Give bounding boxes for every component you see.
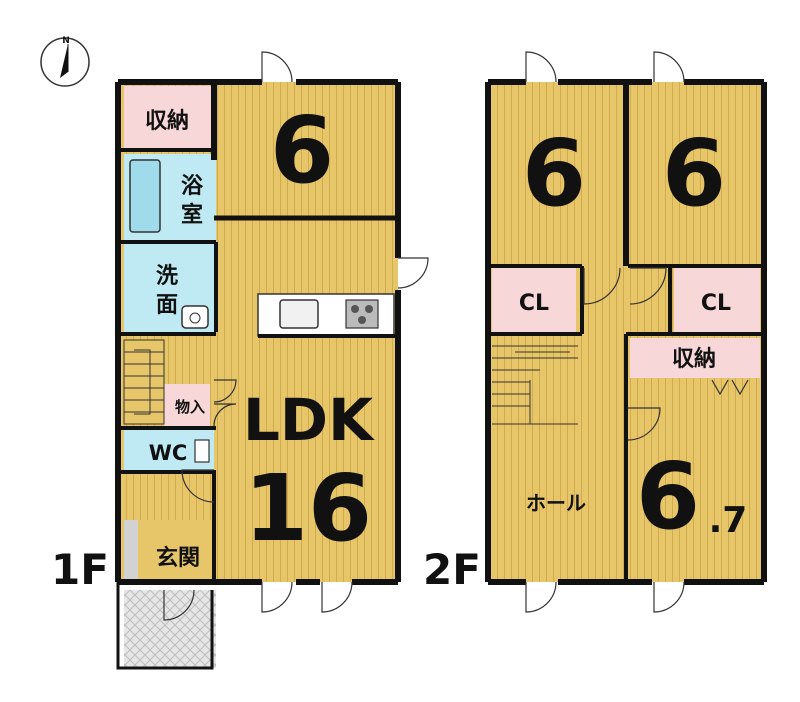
label-storage-2f: 収納 [672,346,716,372]
shoe-cabinet [124,520,138,582]
toilet-icon [194,439,210,463]
porch-tile [124,590,216,668]
basin-icon [181,305,209,329]
label-room-b-size: 6 [662,120,726,227]
floor-2f: 6 6 CL CL 収納 ホール 6 .7 2F [423,51,767,613]
label-room-1f-size: 6 [270,97,334,204]
label-bath-1: 浴 [181,174,204,199]
floor-label-1f: 1F [51,545,109,594]
label-cl-left: CL [519,291,549,316]
floor-1f: 収納 浴 室 洗 面 物入 WC 玄関 LDK 16 6 1F [51,51,429,670]
doors-1f [163,51,429,621]
label-room-a-size: 6 [522,120,586,227]
closet-left [492,268,576,332]
label-room-c-size: 6 [636,443,700,550]
label-ldk: LDK [243,386,375,454]
doors-2f [525,51,749,613]
label-hall: ホール [526,491,586,515]
label-wash-2: 面 [156,293,178,318]
label-cl-right: CL [701,291,731,316]
label-entrance: 玄関 [156,545,200,571]
closet [164,384,210,428]
bathtub-icon [129,159,161,233]
storage-2f [630,338,760,378]
north-arrow-icon [60,44,68,78]
compass: N [40,36,90,87]
walls-2f [485,79,767,585]
stairs-1f [123,339,165,425]
floor-label-2f: 2F [423,545,481,594]
walls-1f [115,79,401,670]
label-wash-1: 洗 [156,264,178,289]
entrance-floor [124,520,214,582]
stairs-2f [492,345,578,425]
sink-icon [279,299,319,329]
label-bath-2: 室 [181,202,203,228]
label-storage-1f: 収納 [145,108,189,134]
label-room-c-decimal: .7 [709,500,748,541]
label-closet: 物入 [175,398,205,416]
label-ldk-size: 16 [244,455,372,562]
north-label: N [62,36,70,46]
closet-right [674,268,760,332]
label-wc: WC [149,441,188,465]
storage-1f [124,86,212,148]
